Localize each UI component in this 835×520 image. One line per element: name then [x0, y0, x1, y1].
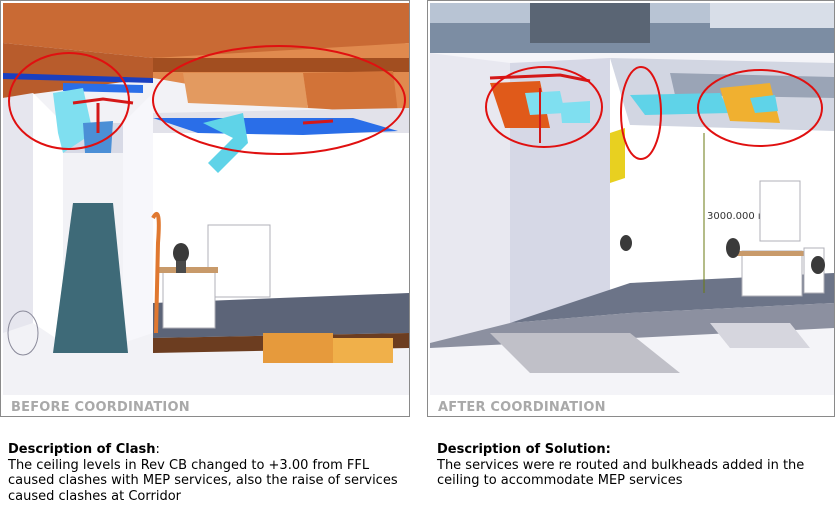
clash-marker-right	[152, 45, 406, 155]
before-caption: BEFORE COORDINATION	[11, 400, 190, 415]
after-coordination-panel: 3000.000 mm AFTER COORDINATION	[427, 0, 835, 417]
solution-description-text: The services were re routed and bulkhead…	[437, 457, 805, 489]
clash-description: Description of Clash: The ceiling levels…	[8, 442, 418, 504]
clash-description-colon: :	[155, 442, 160, 457]
before-coordination-panel: BEFORE COORDINATION	[0, 0, 410, 417]
solution-description: Description of Solution: The services we…	[437, 442, 832, 489]
before-3d-render	[3, 3, 409, 395]
after-3d-render: 3000.000 mm	[430, 3, 834, 395]
clash-description-title: Description of Clash	[8, 442, 156, 457]
solution-marker-right	[697, 69, 823, 147]
solution-marker-left	[485, 66, 603, 148]
clash-marker-left	[8, 52, 130, 150]
dimension-label: 3000.000 mm	[707, 211, 777, 222]
solution-marker-middle	[620, 66, 662, 160]
solution-description-title: Description of Solution:	[437, 442, 611, 457]
after-caption: AFTER COORDINATION	[438, 400, 606, 415]
clash-description-text: The ceiling levels in Rev CB changed to …	[8, 457, 398, 504]
